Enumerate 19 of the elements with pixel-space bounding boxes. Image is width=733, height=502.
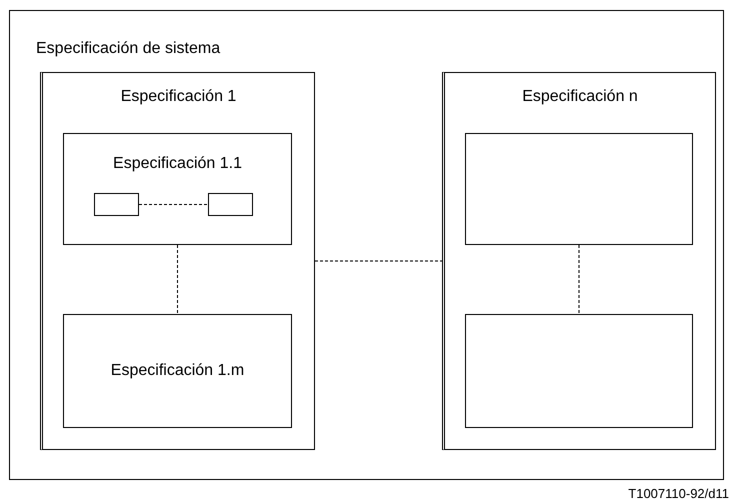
figure-code: T1007110-92/d11 <box>628 485 729 502</box>
dashed-connector <box>578 244 580 314</box>
dashed-connector <box>177 244 178 314</box>
box-title: Especificación n <box>521 87 639 107</box>
specification-box <box>63 133 292 245</box>
dashed-connector <box>138 204 208 205</box>
small-box <box>208 193 253 216</box>
specification-box <box>465 133 693 245</box>
specification-box <box>442 72 716 450</box>
specification-box <box>465 314 693 428</box>
box-title: Especificación de sistema <box>36 39 220 59</box>
specification-box <box>63 314 292 428</box>
box-title: Especificación 1.1 <box>112 154 243 174</box>
box-title: Especificación 1.m <box>110 361 246 381</box>
dashed-connector <box>314 260 442 262</box>
box-title: Especificación 1 <box>120 87 238 107</box>
system-frame <box>9 10 724 480</box>
specification-box <box>40 72 315 450</box>
small-box <box>94 193 139 216</box>
